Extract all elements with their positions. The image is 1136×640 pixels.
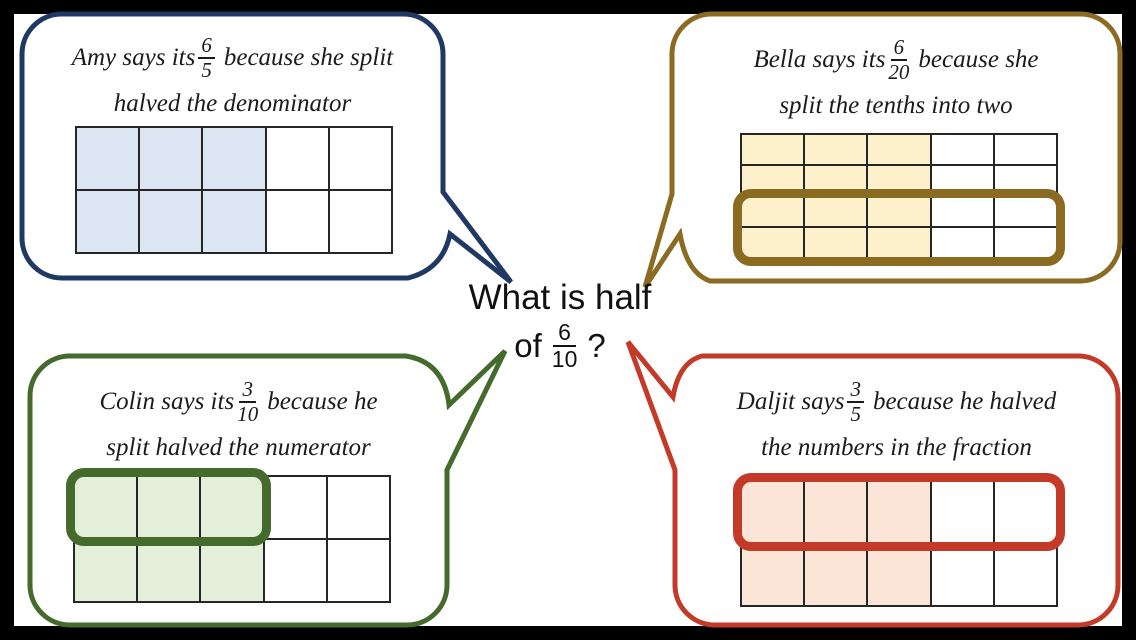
bubble-text-before: Amy says its <box>71 44 196 71</box>
fraction: 3 10 <box>237 377 259 426</box>
bubble-text-after: because he <box>267 388 378 415</box>
grid-cell <box>868 544 930 605</box>
grid-cell <box>994 135 1056 164</box>
grid-cell <box>742 228 804 257</box>
bubble-text-line1: Daljit says 3 5 because he halved <box>675 372 1118 432</box>
question-of-word: of <box>514 327 542 365</box>
grid-cell <box>805 482 867 543</box>
grid-cell <box>994 197 1056 226</box>
grid-cell <box>868 197 930 226</box>
central-question: What is half of 6 10 ? <box>420 278 700 373</box>
bubble-text-line1: Colin says its 3 10 because he <box>30 372 447 432</box>
grid-cell <box>329 191 391 252</box>
question-line2: of 6 10 ? <box>420 319 700 373</box>
fraction-numerator: 3 <box>239 377 256 403</box>
highlight-outline-daljit <box>733 473 1065 551</box>
fraction-denominator: 10 <box>237 402 259 426</box>
fraction: 6 5 <box>198 33 215 82</box>
bubble-text-before: Bella says its <box>753 46 886 73</box>
highlight-outline-colin <box>66 468 271 546</box>
bubble-text-before: Daljit says <box>736 388 845 415</box>
grid-cell <box>931 482 993 543</box>
fraction-numerator: 6 <box>198 33 215 59</box>
tenths-grid-daljit <box>740 480 1058 607</box>
bubble-text-line2: the numbers in the fraction <box>761 434 1032 461</box>
grid-cell <box>327 540 389 601</box>
grid-cell <box>994 544 1056 605</box>
grid-cell <box>264 540 326 601</box>
speech-bubble-bella: Bella says its 6 20 because she split th… <box>672 14 1120 281</box>
grid-cell <box>931 228 993 257</box>
grid-cell <box>868 135 930 164</box>
grid-cell <box>805 228 867 257</box>
grid-cell <box>329 128 391 189</box>
bubble-text-line2: split halved the numerator <box>106 434 371 461</box>
bubble-text-after: because she split <box>223 44 394 71</box>
grid-cell <box>266 128 328 189</box>
fraction-denominator: 5 <box>850 402 861 426</box>
fraction-numerator: 6 <box>890 35 908 61</box>
grid-cell <box>77 191 139 252</box>
grid-cell <box>868 228 930 257</box>
question-line1: What is half <box>468 278 652 317</box>
bubble-text-line2: halved the denominator <box>113 90 352 117</box>
grid-cell <box>203 128 265 189</box>
grid-cell <box>742 135 804 164</box>
grid-cell <box>75 540 137 601</box>
grid-cell <box>264 477 326 538</box>
grid-cell <box>994 228 1056 257</box>
grid-cell <box>75 477 137 538</box>
tenths-grid-amy <box>75 126 393 254</box>
grid-cell <box>201 477 263 538</box>
question-fraction: 6 10 <box>551 319 578 373</box>
grid-cell <box>742 544 804 605</box>
grid-cell <box>327 477 389 538</box>
grid-cell <box>931 197 993 226</box>
fraction: 6 20 <box>888 35 910 84</box>
fraction-denominator: 5 <box>201 58 212 82</box>
speech-bubble-amy: Amy says its 6 5 because she split halve… <box>22 14 443 278</box>
fraction-denominator: 10 <box>551 346 578 373</box>
grid-cell <box>138 540 200 601</box>
grid-cell <box>140 191 202 252</box>
question-mark: ? <box>587 327 606 365</box>
grid-cell <box>140 128 202 189</box>
bubble-text-after: because she <box>918 46 1039 73</box>
bubble-text-line2: split the tenths into two <box>779 92 1013 119</box>
fraction-numerator: 6 <box>553 319 576 348</box>
fraction-numerator: 3 <box>847 377 864 403</box>
grid-cell <box>931 135 993 164</box>
bubble-text-after: because he halved <box>872 388 1057 415</box>
grid-cell <box>805 197 867 226</box>
grid-cell <box>138 477 200 538</box>
grid-cell <box>742 197 804 226</box>
bubble-text-before: Colin says its <box>99 388 235 415</box>
grid-cell <box>77 128 139 189</box>
grid-cell <box>931 544 993 605</box>
highlight-outline-bella <box>733 189 1065 266</box>
grid-cell <box>201 540 263 601</box>
grid-cell <box>868 482 930 543</box>
bubble-text-line1: Bella says its 6 20 because she <box>672 30 1120 90</box>
grid-cell <box>805 544 867 605</box>
grid-cell <box>266 191 328 252</box>
grid-cell <box>203 191 265 252</box>
speech-bubble-colin: Colin says its 3 10 because he split hal… <box>30 356 447 625</box>
fraction-denominator: 20 <box>888 60 910 84</box>
grid-cell <box>994 482 1056 543</box>
fraction: 3 5 <box>847 377 864 426</box>
grid-cell <box>805 135 867 164</box>
speech-bubble-daljit: Daljit says 3 5 because he halved the nu… <box>675 356 1118 625</box>
bubble-text-line1: Amy says its 6 5 because she split <box>22 28 443 88</box>
grid-cell <box>742 482 804 543</box>
